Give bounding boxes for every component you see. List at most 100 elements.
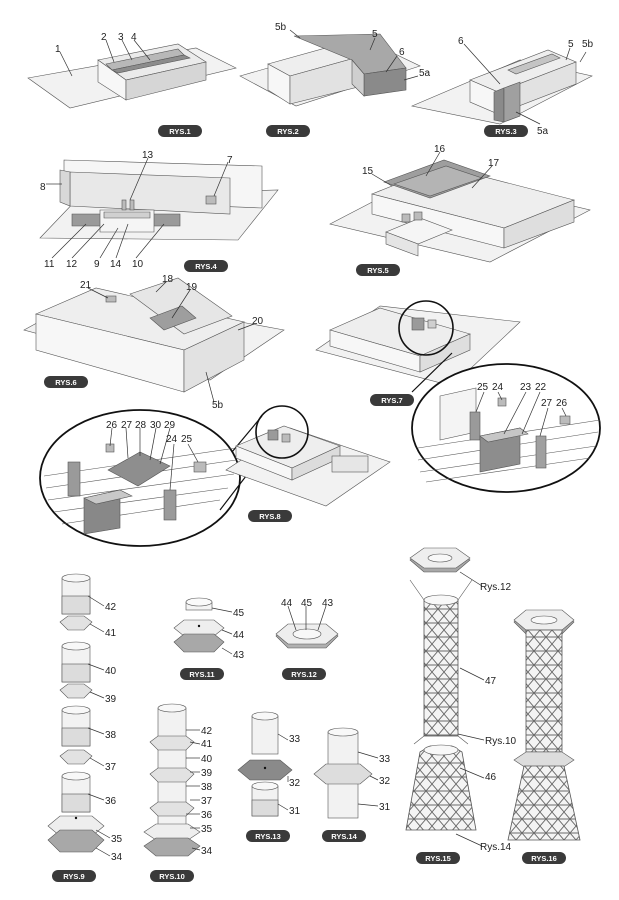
callout-19: 19 — [186, 282, 198, 293]
figure-label-pill — [184, 260, 228, 272]
callout-27: 27 — [541, 398, 553, 409]
callout-5a: 5a — [537, 126, 549, 137]
figure-rys-14: 33 32 31 RYS.14 — [313, 727, 391, 842]
figure-rys-11: 45 44 43 RYS.11 — [173, 597, 245, 680]
callout-25: 25 — [181, 434, 193, 445]
figure-label-pill — [246, 830, 290, 842]
figure-label-pill — [44, 376, 88, 388]
callout-44: 44 — [233, 630, 245, 641]
callout-5b: 5b — [582, 39, 594, 50]
figure-label-pill — [484, 125, 528, 137]
callout-1: 1 — [55, 44, 61, 55]
callout-41: 41 — [105, 628, 117, 639]
figure-label: RYS.3 — [495, 127, 516, 136]
callout-45: 45 — [233, 608, 245, 619]
callout-38: 38 — [105, 730, 117, 741]
figure-label: RYS.10 — [159, 872, 185, 881]
callout-34: 34 — [111, 852, 123, 863]
figure-label: RYS.9 — [63, 872, 84, 881]
figure-rys-7: RYS.7 — [315, 300, 521, 406]
callout-13: 13 — [142, 150, 154, 161]
figure-rys-4: 13 7 8 11 12 9 14 10 RYS.4 — [39, 150, 279, 272]
callout-25: 25 — [477, 382, 489, 393]
callout-5: 5 — [568, 39, 574, 50]
callout-30: 30 — [150, 420, 162, 431]
figure-label: RYS.11 — [189, 670, 214, 679]
callout-37: 37 — [201, 796, 213, 807]
figure-label: RYS.1 — [169, 127, 190, 136]
callout-43: 43 — [233, 650, 245, 661]
figure-rys-9: 42 41 40 39 38 37 36 35 34 RYS.9 — [47, 573, 123, 882]
figure-label-pill — [522, 852, 566, 864]
figure-rys-8: 26 27 28 30 29 24 25 RYS.8 — [39, 405, 391, 547]
callout-41: 41 — [201, 739, 213, 750]
callout-42: 42 — [201, 726, 213, 737]
callout-45: 45 — [301, 598, 313, 609]
figure-rys-16: RYS.16 — [507, 609, 581, 864]
callout-10: 10 — [132, 259, 144, 270]
detail-circle — [255, 405, 309, 459]
callout-16: 16 — [434, 144, 446, 155]
callout-24: 24 — [166, 434, 178, 445]
callout-33: 33 — [379, 754, 391, 765]
figure-label-pill — [322, 830, 366, 842]
callout-29: 29 — [164, 420, 176, 431]
figure-label: RYS.15 — [425, 854, 451, 863]
figure-rys-1: 1 2 3 4 RYS.1 — [27, 32, 237, 137]
figure-rys-7-detail: 25 24 23 22 27 26 — [411, 352, 601, 493]
callout-39: 39 — [201, 768, 213, 779]
callout-5b: 5b — [275, 22, 287, 33]
callout-40: 40 — [105, 666, 117, 677]
callout-5b: 5b — [212, 400, 224, 411]
callout-9: 9 — [94, 259, 100, 270]
callout-5: 5 — [372, 29, 378, 40]
callout-36: 36 — [105, 796, 117, 807]
figure-label-pill — [370, 394, 414, 406]
callout-7: 7 — [227, 155, 233, 166]
callout-6: 6 — [399, 47, 405, 58]
callout-32: 32 — [379, 776, 391, 787]
callout-5a: 5a — [419, 68, 431, 79]
callout-6: 6 — [458, 36, 464, 47]
figure-label: RYS.4 — [195, 262, 217, 271]
figure-label: RYS.8 — [259, 512, 280, 521]
callout-8: 8 — [40, 182, 46, 193]
callout-21: 21 — [80, 280, 92, 291]
figure-label-pill — [356, 264, 400, 276]
callout-12: 12 — [66, 259, 78, 270]
figure-rys-5: 16 17 15 RYS.5 — [329, 144, 591, 276]
detail-circle — [398, 300, 454, 356]
figure-label: RYS.12 — [291, 670, 317, 679]
callout-40: 40 — [201, 754, 213, 765]
figure-rys-10: 42 41 40 39 38 37 36 35 34 RYS.10 — [143, 703, 213, 882]
callout-43: 43 — [322, 598, 334, 609]
figure-rys-3: 6 5 5b 5a RYS.3 — [410, 36, 594, 137]
figure-label: RYS.7 — [381, 396, 402, 405]
callout-15: 15 — [362, 166, 374, 177]
callout-20: 20 — [252, 316, 264, 327]
figure-rys-2: 5b 5 6 5a RYS.2 — [239, 22, 431, 137]
callout-31: 31 — [379, 802, 391, 813]
callout-38: 38 — [201, 782, 213, 793]
callout-11: 11 — [44, 259, 55, 270]
figure-label-pill — [52, 870, 96, 882]
callout-46: 46 — [485, 772, 497, 783]
callout-rys-14: Rys.14 — [480, 842, 512, 853]
figure-rys-15: Rys.12 47 Rys.10 46 Rys.14 RYS.15 — [405, 547, 517, 864]
callout-4: 4 — [131, 32, 137, 43]
callout-37: 37 — [105, 762, 117, 773]
callout-24: 24 — [492, 382, 504, 393]
callout-28: 28 — [135, 420, 147, 431]
figure-label: RYS.16 — [531, 854, 557, 863]
figure-label: RYS.6 — [55, 378, 76, 387]
callout-35: 35 — [111, 834, 123, 845]
callout-34: 34 — [201, 846, 213, 857]
callout-47: 47 — [485, 676, 497, 687]
callout-rys-12: Rys.12 — [480, 582, 512, 593]
callout-26: 26 — [106, 420, 118, 431]
callout-27: 27 — [121, 420, 133, 431]
callout-22: 22 — [535, 382, 547, 393]
figure-label: RYS.2 — [277, 127, 298, 136]
